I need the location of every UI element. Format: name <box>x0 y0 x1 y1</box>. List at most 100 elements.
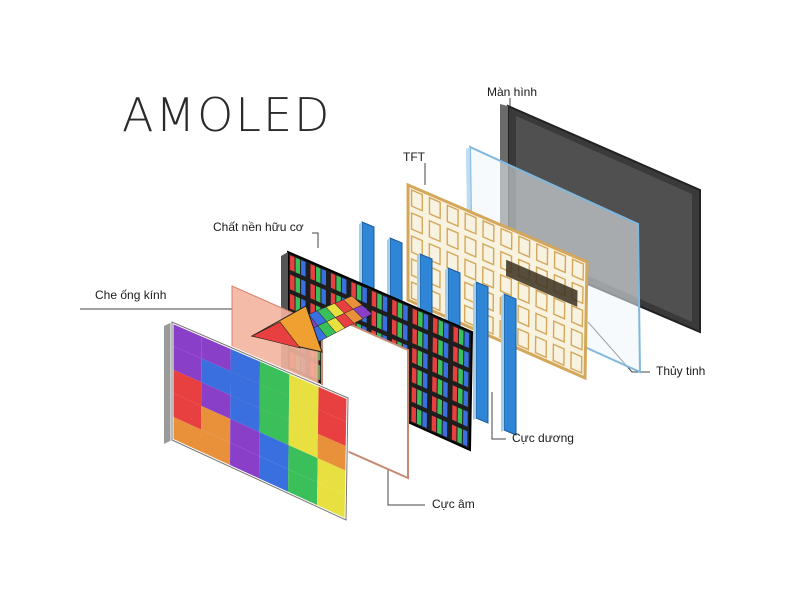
lens-cover-cell <box>201 382 231 419</box>
subpixel <box>315 266 321 284</box>
lens-cover-cell <box>172 345 202 383</box>
subpixel <box>417 330 423 348</box>
subpixel <box>437 359 443 376</box>
tft-cell <box>481 265 495 289</box>
lens-cover-cell <box>201 334 231 372</box>
subpixel <box>431 415 437 433</box>
subpixel <box>356 284 362 302</box>
subpixel <box>437 417 442 435</box>
subpixel <box>443 381 448 399</box>
tft-circuit-strip <box>505 259 578 307</box>
label-organic-substrate: Chất nền hữu cơ <box>213 220 304 234</box>
tft-cell <box>553 296 566 320</box>
tft-cell <box>517 327 530 351</box>
subpixel <box>452 404 457 422</box>
tft-cell <box>499 273 513 297</box>
tft-cell <box>517 304 530 328</box>
lens-cover-cell <box>259 456 289 494</box>
tft-cell <box>500 227 513 251</box>
subpixel <box>290 255 295 272</box>
subpixel <box>431 395 437 413</box>
subpixel <box>417 389 422 407</box>
subpixel <box>437 378 443 396</box>
lens-cover-cell <box>259 360 290 397</box>
lens-cover-outline <box>171 321 349 521</box>
lens-cover-cell <box>172 322 202 359</box>
subpixel <box>330 272 336 290</box>
tft-cell <box>535 312 548 336</box>
lens-cover-cell <box>318 409 348 447</box>
subpixel <box>310 283 315 301</box>
subpixel <box>336 275 341 293</box>
subpixel <box>438 339 443 357</box>
subpixel <box>423 313 429 331</box>
subpixel <box>382 315 388 332</box>
tft-cell <box>553 250 567 274</box>
subpixel <box>453 345 458 363</box>
tft-cell <box>428 219 441 243</box>
tft-cell <box>570 304 584 328</box>
subpixel <box>377 312 382 330</box>
subpixel <box>412 347 417 365</box>
subpixel <box>403 304 408 322</box>
subpixel <box>377 293 382 310</box>
lens-cover-cell <box>259 384 290 421</box>
subpixel <box>432 356 438 374</box>
subpixel <box>411 367 417 385</box>
label-tft: TFT <box>403 150 425 164</box>
subpixel <box>457 407 463 425</box>
subpixel <box>452 365 458 383</box>
anode-bar <box>475 281 489 424</box>
subpixel <box>416 408 422 426</box>
subpixel <box>321 268 327 286</box>
subpixel <box>432 317 438 335</box>
tft-cell <box>517 281 530 305</box>
anode-bar <box>503 293 517 436</box>
lens-cover-cell <box>318 385 348 423</box>
subpixel <box>351 281 356 299</box>
subpixel <box>442 420 448 438</box>
subpixel <box>290 274 295 292</box>
lens-cover-cell <box>230 418 260 456</box>
subpixel <box>290 293 295 311</box>
lens-cover-cell <box>317 458 347 496</box>
subpixel <box>392 299 397 317</box>
lens-cover-cell <box>230 442 260 480</box>
subpixel <box>295 276 301 294</box>
label-glass: Thủy tinh <box>656 364 706 378</box>
subpixel <box>438 319 444 337</box>
tft-cell <box>552 343 565 367</box>
diagram-title: AMOLED <box>122 88 332 142</box>
subpixel <box>464 331 470 349</box>
leader-anode <box>491 392 506 440</box>
subpixel <box>463 370 469 388</box>
tft-cell <box>446 227 459 251</box>
lens-cover-cell <box>201 429 231 467</box>
tft-panel <box>406 182 589 381</box>
tft-cell <box>464 235 477 259</box>
subpixel <box>417 350 423 367</box>
anode-bar-edge <box>473 282 476 420</box>
label-anode: Cực dương <box>512 431 574 445</box>
tft-cell <box>482 242 495 266</box>
anode-bar-edge <box>501 294 504 432</box>
subpixel <box>458 368 463 385</box>
lens-cover-cell <box>317 433 348 472</box>
subpixel <box>458 328 464 346</box>
tft-cell <box>535 242 549 266</box>
subpixel <box>422 391 428 409</box>
subpixel <box>423 332 428 350</box>
tft-cell <box>410 188 424 212</box>
tft-cell <box>410 211 423 235</box>
label-lens-cover: Che ống kính <box>95 288 167 302</box>
lens-cover-cell <box>288 445 318 483</box>
lens-cover-cell <box>230 347 260 384</box>
arrow-cell <box>352 304 373 319</box>
lens-cover-cell <box>230 395 260 432</box>
subpixel <box>301 260 306 277</box>
lens-cover-cell <box>288 420 318 459</box>
tft-cell <box>570 327 583 351</box>
subpixel <box>462 429 468 447</box>
tft-cell <box>464 212 477 235</box>
